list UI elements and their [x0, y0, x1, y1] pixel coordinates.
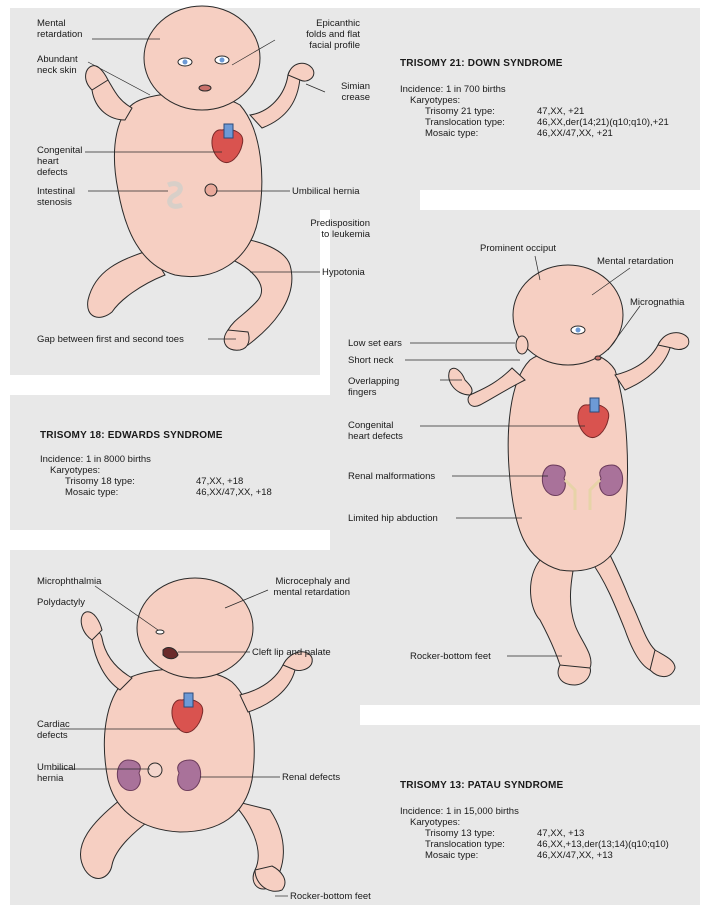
label-mental-retardation: Mental retardation	[37, 18, 82, 40]
patau-info: Incidence: 1 in 15,000 births Karyotypes…	[400, 806, 705, 861]
label-umbilical-hernia-13: Umbilical hernia	[37, 762, 76, 784]
patau-karyotype-value: 47,XX, +13	[537, 828, 584, 839]
label-hypotonia: Hypotonia	[322, 267, 365, 278]
label-mental-retardation-18: Mental retardation	[597, 256, 674, 267]
label-prominent-occiput: Prominent occiput	[480, 243, 556, 254]
edwards-karyotype-value: 47,XX, +18	[196, 476, 243, 487]
label-renal-defects: Renal defects	[282, 772, 340, 783]
label-gap-toes: Gap between first and second toes	[37, 334, 184, 345]
patau-karyotypes-label: Karyotypes:	[410, 817, 460, 828]
label-cleft-lip-palate: Cleft lip and palate	[252, 647, 331, 658]
down-karyotypes-label: Karyotypes:	[410, 95, 460, 106]
patau-karyotype-value: 46,XX/47,XX, +13	[537, 850, 613, 861]
down-title: TRISOMY 21: DOWN SYNDROME	[400, 58, 563, 69]
down-info: Incidence: 1 in 700 births Karyotypes: T…	[400, 84, 700, 139]
down-incidence: Incidence: 1 in 700 births	[400, 84, 506, 95]
label-umbilical-hernia: Umbilical hernia	[292, 186, 360, 197]
label-short-neck: Short neck	[348, 355, 393, 366]
label-micrognathia: Micrognathia	[630, 297, 684, 308]
label-intestinal-stenosis: Intestinal stenosis	[37, 186, 75, 208]
patau-karyotype-type: Translocation type:	[425, 839, 505, 850]
edwards-info: Incidence: 1 in 8000 births Karyotypes: …	[40, 454, 320, 498]
down-karyotype-type: Mosaic type:	[425, 128, 478, 139]
label-cardiac-defects: Cardiac defects	[37, 719, 70, 741]
label-congenital-heart-defects-18: Congenital heart defects	[348, 420, 403, 442]
edwards-incidence: Incidence: 1 in 8000 births	[40, 454, 151, 465]
down-karyotype-value: 46,XX/47,XX, +21	[537, 128, 613, 139]
down-karyotype-type: Translocation type:	[425, 117, 505, 128]
down-karyotype-type: Trisomy 21 type:	[425, 106, 495, 117]
label-rocker-bottom-feet-18: Rocker-bottom feet	[410, 651, 491, 662]
label-simian-crease: Simian crease	[322, 81, 370, 103]
label-congenital-heart-defects: Congenital heart defects	[37, 145, 82, 178]
edwards-karyotype-type: Mosaic type:	[65, 487, 118, 498]
label-abundant-neck-skin: Abundant neck skin	[37, 54, 78, 76]
patau-infant-figure	[80, 578, 312, 891]
down-karyotype-value: 47,XX, +21	[537, 106, 584, 117]
label-overlapping-fingers: Overlapping fingers	[348, 376, 399, 398]
edwards-infant-figure	[449, 265, 689, 685]
label-epicanthic-folds: Epicanthic folds and flat facial profile	[270, 18, 360, 51]
label-renal-malformations: Renal malformations	[348, 471, 435, 482]
edwards-karyotype-type: Trisomy 18 type:	[65, 476, 135, 487]
patau-karyotype-value: 46,XX,+13,der(13;14)(q10;q10)	[537, 839, 669, 850]
down-infant-figure	[86, 6, 314, 350]
edwards-karyotype-value: 46,XX/47,XX, +18	[196, 487, 272, 498]
patau-incidence: Incidence: 1 in 15,000 births	[400, 806, 519, 817]
edwards-karyotypes-label: Karyotypes:	[50, 465, 100, 476]
edwards-title: TRISOMY 18: EDWARDS SYNDROME	[40, 430, 223, 441]
patau-karyotype-type: Mosaic type:	[425, 850, 478, 861]
patau-title: TRISOMY 13: PATAU SYNDROME	[400, 780, 563, 791]
label-low-set-ears: Low set ears	[348, 338, 402, 349]
label-polydactyly: Polydactyly	[37, 597, 85, 608]
patau-karyotype-type: Trisomy 13 type:	[425, 828, 495, 839]
down-karyotype-value: 46,XX,der(14;21)(q10;q10),+21	[537, 117, 669, 128]
label-microphthalmia: Microphthalmia	[37, 576, 101, 587]
label-rocker-bottom-feet-13: Rocker-bottom feet	[290, 891, 371, 902]
label-microcephaly: Microcephaly and mental retardation	[240, 576, 350, 598]
label-limited-hip-abduction: Limited hip abduction	[348, 513, 438, 524]
label-predisposition-leukemia: Predisposition to leukemia	[290, 218, 370, 240]
